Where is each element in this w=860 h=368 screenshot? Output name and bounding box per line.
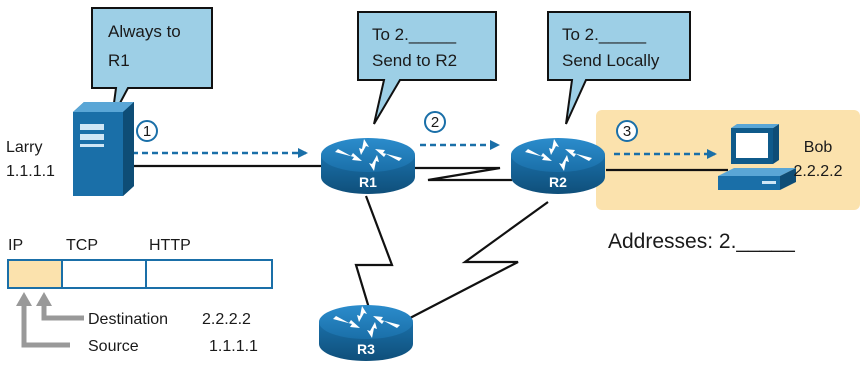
- source-label: Source: [88, 338, 139, 355]
- destination-arrowhead: [36, 292, 52, 306]
- callout-r1-line1: To 2._____: [372, 25, 457, 44]
- callout-r1: To 2._____ Send to R2: [357, 11, 497, 125]
- router-r3: R3: [319, 305, 413, 361]
- packet-headers: IP TCP HTTP: [7, 237, 273, 289]
- larry-name: Larry: [6, 139, 42, 156]
- router-r2: R2: [511, 138, 605, 194]
- destination-label: Destination: [88, 311, 168, 328]
- ip-header-box: [7, 259, 63, 289]
- subnet-highlight: [596, 110, 860, 210]
- step-marker-1: 1: [136, 120, 158, 142]
- step-3-label: 3: [623, 123, 631, 140]
- destination-pointer: [41, 304, 84, 321]
- step-2-label: 2: [431, 114, 439, 131]
- callout-larry: Always to R1: [91, 7, 213, 119]
- link-r2-r3-serial: [409, 201, 549, 319]
- header-http-label: HTTP: [149, 237, 191, 254]
- bob-name: Bob: [804, 139, 833, 156]
- step-marker-3: 3: [616, 120, 638, 142]
- http-header-box: [145, 259, 273, 289]
- callout-r2-line2: Send Locally: [562, 51, 660, 70]
- source-arrowhead: [16, 292, 32, 306]
- field-pointer-arrows: [21, 304, 84, 348]
- network-links: [134, 164, 728, 319]
- desktop-pc-icon: [718, 124, 796, 190]
- router-r2-label: R2: [549, 174, 567, 190]
- header-ip-label: IP: [8, 237, 23, 254]
- subnet-addresses-label: Addresses: 2._____: [608, 230, 795, 253]
- header-tcp-label: TCP: [66, 237, 98, 254]
- router-r1-label: R1: [359, 174, 377, 190]
- callout-larry-line1: Always to: [108, 22, 181, 41]
- callout-r1-line2: Send to R2: [372, 51, 457, 70]
- step-1-label: 1: [143, 123, 151, 140]
- source-value: 1.1.1.1: [209, 338, 258, 355]
- callout-r2: To 2._____ Send Locally: [547, 11, 691, 125]
- tcp-header-box: [61, 259, 147, 289]
- link-r1-r2-serial: [412, 166, 512, 182]
- server-tower-icon: [73, 102, 134, 196]
- larry-address: 1.1.1.1: [6, 163, 55, 180]
- destination-value: 2.2.2.2: [202, 311, 251, 328]
- callout-larry-line2: R1: [108, 51, 130, 70]
- step-marker-2: 2: [424, 111, 446, 133]
- callout-r2-line1: To 2._____: [562, 25, 647, 44]
- source-pointer: [21, 304, 70, 348]
- bob-address: 2.2.2.2: [794, 163, 843, 180]
- router-r3-label: R3: [357, 341, 375, 357]
- link-r1-r3-serial: [354, 195, 394, 319]
- router-r1: R1: [321, 138, 415, 194]
